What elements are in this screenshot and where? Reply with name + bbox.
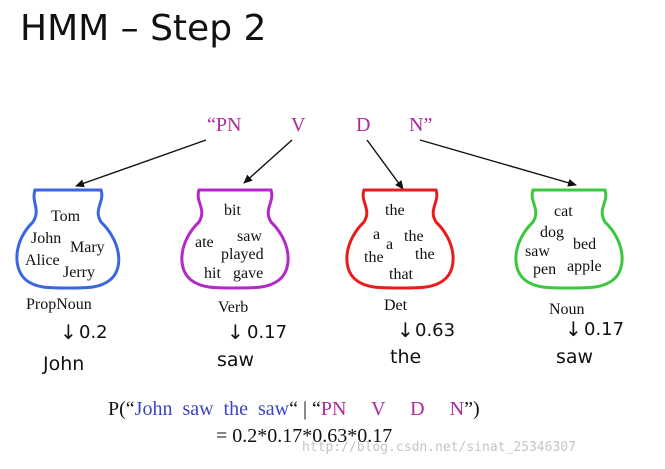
urn-label-propnoun: PropNoun bbox=[26, 296, 92, 313]
emission-probs: 0.2 0.17 0.63 0.17 bbox=[79, 319, 624, 343]
emission-prob: 0.17 bbox=[584, 319, 624, 340]
urn-word: the bbox=[404, 228, 424, 245]
arrow-d bbox=[366, 139, 404, 190]
urn-labels: PropNoun Verb Det Noun bbox=[26, 296, 585, 318]
urn-word: saw bbox=[525, 243, 550, 260]
urn-word: Tom bbox=[51, 208, 81, 225]
emission-arrows: ↓ ↓ ↓ ↓ bbox=[60, 317, 582, 344]
urn-word: cat bbox=[554, 203, 573, 220]
prob-middle: “ | “ bbox=[289, 398, 321, 420]
urn-word: dog bbox=[540, 224, 564, 241]
urn-word: the bbox=[415, 246, 435, 263]
urn-word: the bbox=[385, 202, 405, 219]
transition-arrows bbox=[75, 139, 577, 190]
urn-word: bit bbox=[224, 202, 241, 219]
prob-prefix: P(“ bbox=[108, 398, 135, 420]
emitted-words: John saw the saw bbox=[42, 346, 593, 375]
watermark: http://blog.csdn.net/sinat_25346307 bbox=[302, 440, 576, 455]
prob-tags: PN V D N bbox=[320, 398, 465, 420]
emitted-word: John bbox=[42, 353, 84, 375]
urn-word: that bbox=[389, 266, 414, 283]
arrow-n bbox=[419, 139, 577, 187]
urn-det bbox=[345, 188, 455, 290]
sequence-probability: P(“John saw the saw“ | “PN V D N”) bbox=[108, 398, 480, 421]
prob-sentence: John saw the saw bbox=[134, 398, 290, 420]
tag-pn: “PN bbox=[207, 114, 241, 136]
urn-word: gave bbox=[233, 265, 263, 282]
down-arrow-icon: ↓ bbox=[565, 317, 582, 341]
tag-d: D bbox=[356, 114, 370, 136]
urn-label-verb: Verb bbox=[218, 299, 248, 316]
emission-prob: 0.17 bbox=[247, 322, 287, 343]
urn-label-noun: Noun bbox=[549, 301, 585, 318]
urn-word: Alice bbox=[25, 252, 60, 269]
urn-word: Jerry bbox=[63, 264, 95, 281]
urn-words: Tom John Mary Alice Jerry bit saw ate pl… bbox=[25, 202, 602, 283]
urns bbox=[15, 188, 624, 290]
slide-title: HMM – Step 2 bbox=[20, 8, 267, 49]
tag-v: V bbox=[291, 114, 306, 136]
emission-prob: 0.63 bbox=[415, 320, 455, 341]
urn-word: pen bbox=[533, 261, 556, 278]
urn-noun bbox=[514, 188, 624, 290]
urn-label-det: Det bbox=[384, 297, 408, 314]
emitted-word: saw bbox=[217, 349, 254, 371]
urn-word: a bbox=[386, 236, 393, 253]
tag-n: N” bbox=[409, 114, 432, 136]
urn-word: bed bbox=[573, 236, 596, 253]
urn-word: hit bbox=[204, 265, 221, 282]
urn-word: saw bbox=[237, 228, 262, 245]
emitted-word: the bbox=[390, 346, 421, 368]
probability-equation: = 0.2*0.17*0.63*0.17 bbox=[216, 425, 393, 447]
down-arrow-icon: ↓ bbox=[60, 320, 77, 344]
down-arrow-icon: ↓ bbox=[397, 318, 414, 342]
prob-suffix: ”) bbox=[464, 398, 480, 420]
urn-word: Mary bbox=[70, 239, 105, 256]
emitted-word: saw bbox=[556, 346, 593, 368]
urn-word: ate bbox=[195, 234, 214, 251]
down-arrow-icon: ↓ bbox=[227, 320, 244, 344]
urn-verb bbox=[180, 188, 290, 290]
urn-word: John bbox=[31, 230, 61, 247]
arrow-pn bbox=[75, 139, 207, 188]
urn-word: the bbox=[364, 249, 384, 266]
emission-prob: 0.2 bbox=[79, 322, 108, 343]
urn-word: a bbox=[373, 226, 380, 243]
tag-sequence: “PN V D N” bbox=[207, 114, 432, 136]
arrow-v bbox=[243, 139, 293, 184]
urn-word: played bbox=[221, 246, 264, 263]
urn-propnoun bbox=[15, 188, 121, 290]
urn-word: apple bbox=[567, 258, 602, 275]
